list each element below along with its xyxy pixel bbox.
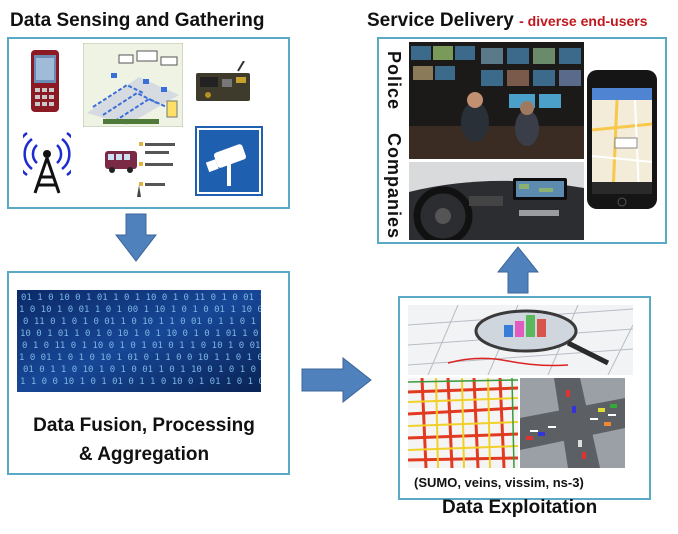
sensor-module-image — [194, 61, 254, 105]
sensing-to-fusion-arrow — [115, 213, 157, 263]
svg-text:1 1 0 0 10 1 0 1 01 0 1 1 0 10: 1 1 0 0 10 1 0 1 01 0 1 1 0 10 0 1 01 1 … — [20, 377, 261, 387]
service-subtitle: - diverse end-users — [519, 13, 648, 29]
svg-text:01 1 0 10 0 1 01 1 0 1 10 0 1: 01 1 0 10 0 1 01 1 0 1 10 0 1 0 11 0 1 0… — [21, 293, 261, 303]
service-title-main: Service Delivery — [367, 10, 514, 31]
fusion-caption-line2: & Aggregation — [78, 444, 210, 465]
fusion-to-exploitation-arrow — [301, 357, 373, 403]
sensing-title: Data Sensing and Gathering — [10, 10, 265, 31]
smartphone-map-image — [587, 70, 657, 209]
svg-text:1 0 01 1 0 1 0 10 1 01 0 1 1 0: 1 0 01 1 0 1 0 10 1 01 0 1 1 0 0 10 1 1 … — [19, 353, 261, 363]
police-label: Police — [384, 51, 404, 111]
traffic-sensor-diagram — [83, 43, 183, 127]
traffic-simulation-image — [520, 378, 625, 468]
service-title: Service Delivery - diverse end-users — [367, 10, 648, 32]
exploitation-panel: (SUMO, veins, vissim, ns-3) — [398, 296, 651, 500]
fusion-caption-line1: Data Fusion, Processing — [33, 415, 255, 436]
svg-text:10 0 1 01 1 0 1 0 10 1 0 1 10: 10 0 1 01 1 0 1 0 10 1 0 1 10 0 1 0 1 01… — [20, 329, 261, 339]
traffic-camera-sign-icon — [195, 126, 263, 196]
car-dashboard-image — [409, 162, 584, 240]
svg-text:0 11 0 1 0 1 0 01 1 0 10 1 1 0: 0 11 0 1 0 1 0 01 1 0 10 1 1 0 01 0 1 1 … — [23, 317, 261, 327]
svg-text:0 1 0 11 0 1 10 0 1 0 1 01 0 1: 0 1 0 11 0 1 10 0 1 0 1 01 0 1 1 0 10 1 … — [22, 341, 261, 351]
sensing-panel — [7, 37, 290, 209]
fusion-caption: Data Fusion, Processing & Aggregation — [9, 411, 279, 469]
antenna-tower-icon — [23, 131, 71, 195]
companies-label: Companies — [384, 133, 404, 240]
police-control-room-image — [409, 42, 584, 159]
svg-text:01 0 1 1 0 10 1 0 1 0 01 1 0 1: 01 0 1 1 0 10 1 0 1 0 01 1 0 1 10 0 1 0 … — [23, 365, 261, 375]
binary-data-image: 01 1 0 10 0 1 01 1 0 1 10 0 1 0 11 0 1 0… — [17, 290, 261, 392]
service-panel: Police Companies — [377, 37, 667, 244]
simulation-tools-label: (SUMO, veins, vissim, ns-3) — [414, 475, 584, 490]
fusion-panel: 01 1 0 10 0 1 01 1 0 1 10 0 1 0 11 0 1 0… — [7, 271, 290, 475]
bus-sensing-diagram — [101, 139, 181, 199]
mobile-phone-image — [30, 49, 60, 113]
analytics-magnifier-image — [408, 305, 633, 375]
traffic-heatmap-image — [408, 378, 518, 468]
exploitation-to-service-arrow — [497, 246, 539, 294]
svg-text:1 0 10 1 0 01 1 0 1 00 1 10 1: 1 0 10 1 0 01 1 0 1 00 1 10 1 0 1 0 01 1… — [19, 305, 261, 315]
exploitation-title: Data Exploitation — [442, 497, 598, 518]
